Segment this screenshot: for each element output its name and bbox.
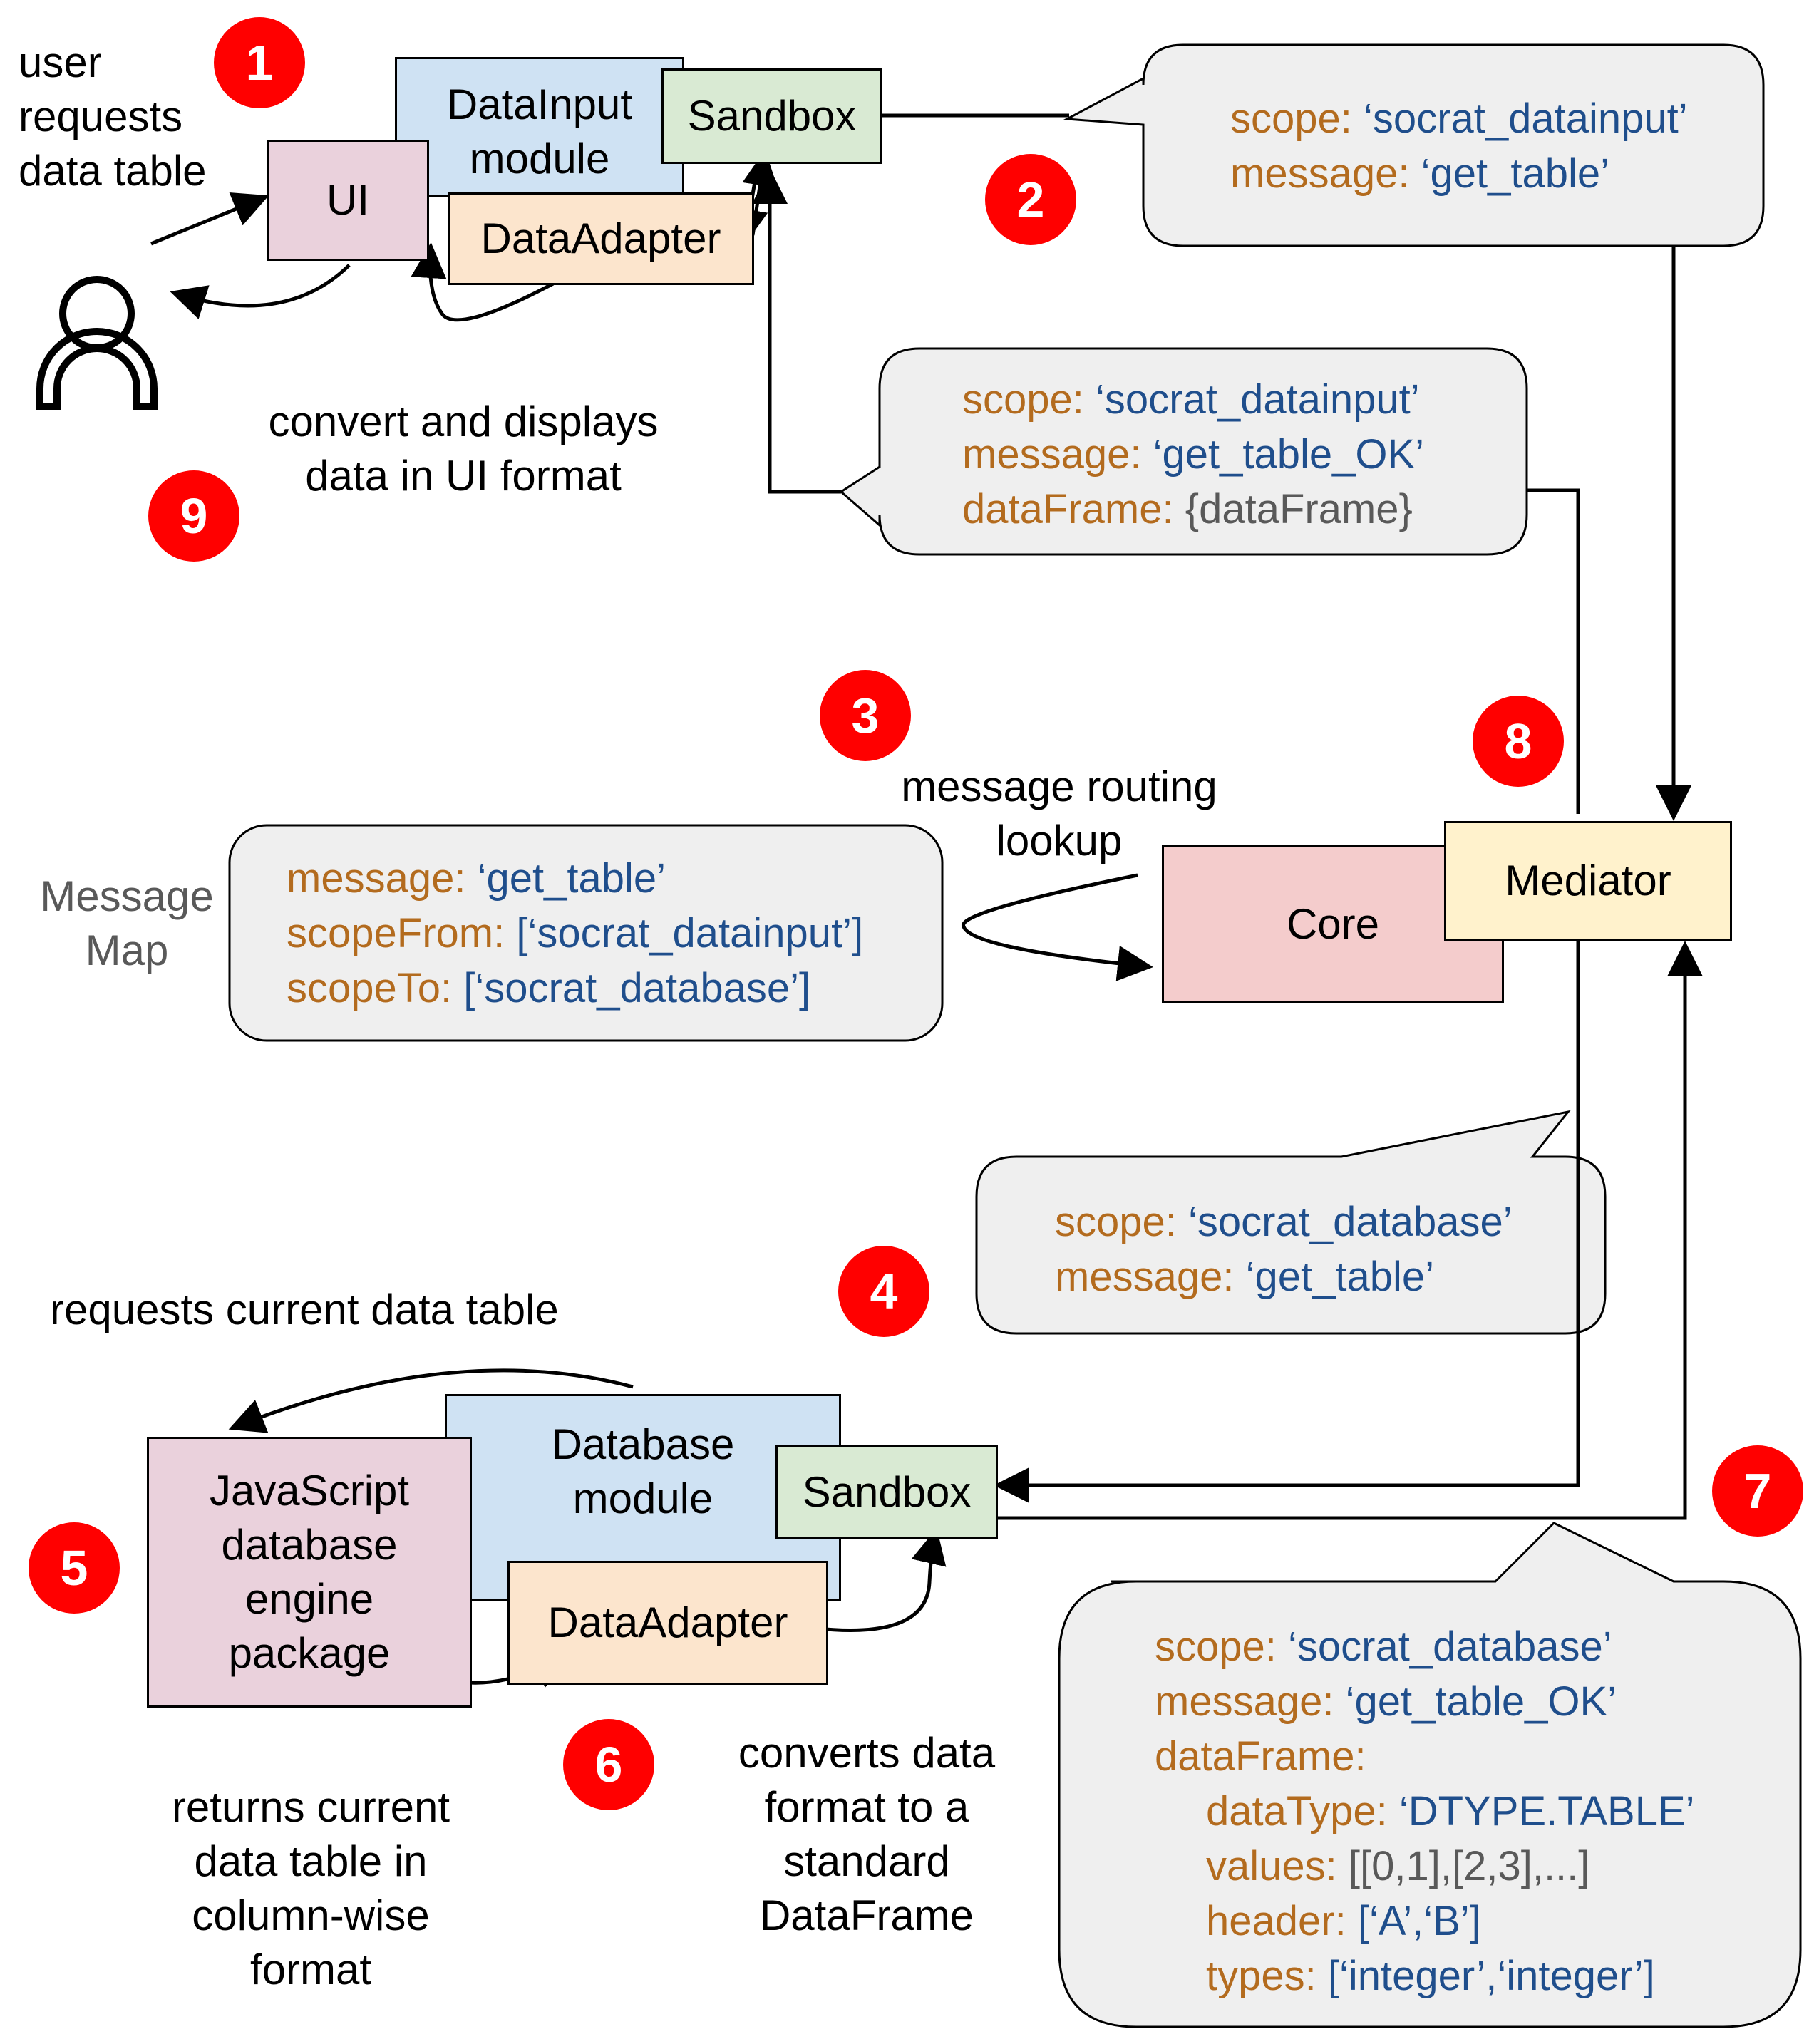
bubble-request: scope: ‘socrat_datainput’ message: ‘get_… <box>1230 91 1688 201</box>
arrow-reply-to-sandbox <box>752 168 841 494</box>
step-badge-8: 8 <box>1473 696 1564 787</box>
requests-caption: requests current data table <box>50 1286 559 1333</box>
bubble-db-request-shape <box>975 1110 1607 1335</box>
bubble-db-reply-shape <box>1058 1522 1802 2028</box>
arrow-routing-lookup <box>962 873 1153 981</box>
bubble-db-request: scope: ‘socrat_database’ message: ‘get_t… <box>1055 1194 1513 1304</box>
converts-caption: converts data format to a standard DataF… <box>738 1729 996 1939</box>
engine-label: JavaScript database engine package <box>209 1467 410 1677</box>
message-map-label: Message Map <box>40 872 214 974</box>
arrow-adapter-to-ui <box>411 242 555 322</box>
bubble-db-request-line: scope: ‘socrat_database’ <box>1055 1199 1513 1245</box>
bubble-request-line: message: ‘get_table’ <box>1230 150 1610 197</box>
step-badge-1: 1 <box>214 17 305 108</box>
display-caption: convert and displays data in UI format <box>268 398 659 500</box>
bubble-db-reply-line: values: [[0,1],[2,3],...] <box>1206 1843 1590 1889</box>
step-badge-6: 6 <box>563 1719 654 1810</box>
bubble-db-reply-line: dataType: ‘DTYPE.TABLE’ <box>1206 1788 1695 1834</box>
bubble-request-line: scope: ‘socrat_datainput’ <box>1230 96 1688 142</box>
returns-caption: returns current data table in column-wis… <box>171 1783 450 1993</box>
datainput-module-label: DataInput module <box>446 81 633 182</box>
mediator-box: Mediator <box>1444 821 1732 941</box>
step-badge-9: 9 <box>148 470 239 562</box>
bubble-reply-line: message: ‘get_table_OK’ <box>962 431 1425 478</box>
datainput-sandbox-box: Sandbox <box>661 68 882 164</box>
user-caption: user requests data table <box>19 38 207 195</box>
bubble-db-reply-line: types: [‘integer’,‘integer’] <box>1206 1953 1655 1999</box>
arrow-db-sandbox-to-mediator <box>994 941 1703 1520</box>
message-map: message: ‘get_table’ scopeFrom: [‘socrat… <box>287 851 863 1016</box>
step-badge-4: 4 <box>838 1246 929 1337</box>
datainput-module-box: DataInput module <box>395 57 684 197</box>
bubble-request-shape <box>1063 43 1765 247</box>
routing-caption: message routing lookup <box>901 763 1217 864</box>
ui-box: UI <box>267 140 429 261</box>
message-map-line: message: ‘get_table’ <box>287 855 666 902</box>
bubble-reply-line: dataFrame: {dataFrame} <box>962 486 1413 532</box>
database-module-label: Database module <box>551 1420 735 1522</box>
datainput-adapter-box: DataAdapter <box>448 192 754 285</box>
message-map-line: scopeTo: [‘socrat_database’] <box>287 965 811 1011</box>
bubble-db-reply-line: message: ‘get_table_OK’ <box>1155 1678 1617 1725</box>
arrow-module-to-engine <box>228 1368 634 1433</box>
bubble-db-reply: scope: ‘socrat_database’ message: ‘get_t… <box>1155 1619 1695 2003</box>
arrow-ui-to-user <box>170 264 351 319</box>
database-sandbox-box: Sandbox <box>775 1445 998 1539</box>
bubble-reply-line: scope: ‘socrat_datainput’ <box>962 376 1420 423</box>
database-adapter-box: DataAdapter <box>507 1561 828 1685</box>
bubble-reply: scope: ‘socrat_datainput’ message: ‘get_… <box>962 372 1424 537</box>
arrow-mediator-to-db-sandbox <box>994 936 1580 1503</box>
bubble-db-reply-line: dataFrame: <box>1155 1733 1366 1780</box>
step-badge-2: 2 <box>985 154 1076 245</box>
message-map-line: scopeFrom: [‘socrat_datainput’] <box>287 910 864 956</box>
bubble-db-reply-line: header: [‘A’,‘B’] <box>1206 1898 1481 1944</box>
bubble-reply-shape <box>839 347 1528 556</box>
engine-box: JavaScript database engine package <box>147 1437 472 1708</box>
step-badge-7: 7 <box>1712 1445 1803 1537</box>
arrow-mediator-to-sandbox <box>1527 488 1580 814</box>
step-badge-3: 3 <box>820 670 911 761</box>
user-icon <box>36 276 158 410</box>
step-badge-5: 5 <box>29 1522 120 1614</box>
bubble-db-request-line: message: ‘get_table’ <box>1055 1254 1435 1300</box>
arrow-user-to-ui <box>150 192 269 246</box>
arrow-adapter-to-db-sandbox <box>790 1528 947 1632</box>
bubble-db-reply-line: scope: ‘socrat_database’ <box>1155 1624 1612 1670</box>
message-map-shape <box>228 824 944 1042</box>
